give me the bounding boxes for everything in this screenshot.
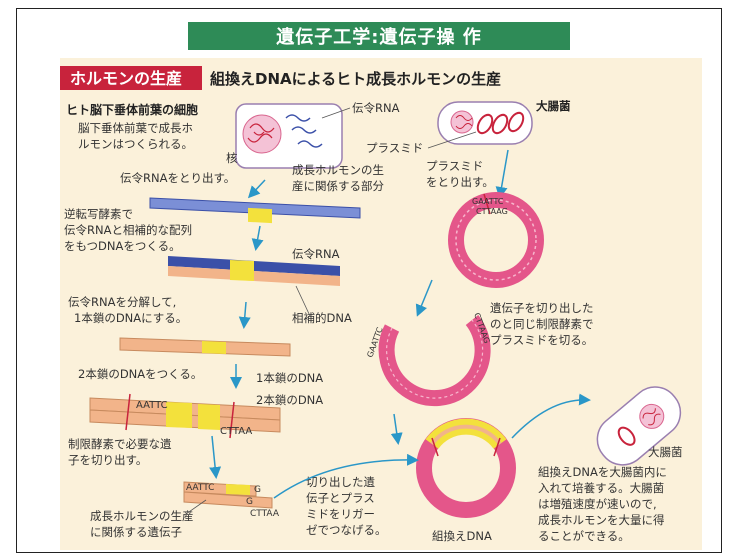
- plasmid-label: プラスミド: [366, 141, 423, 155]
- gene-part-2: 産に関係する部分: [292, 179, 384, 193]
- cut-plasmid-3: プラスミドを切る。: [490, 333, 593, 347]
- mrna-strand: [149, 197, 361, 224]
- rt-step-3: をもつDNAをつくる。: [64, 239, 181, 253]
- decompose-step-2: 1本鎖のDNAにする。: [74, 311, 187, 325]
- nucleus-label: 核: [226, 151, 238, 165]
- header-badge-text: ホルモンの生産: [70, 69, 182, 88]
- gene-rel-1: 成長ホルモンの生産: [90, 509, 194, 523]
- cut-plasmid-1: 遺伝子を切り出した: [490, 301, 594, 315]
- cell-heading: ヒト脳下垂体前葉の細胞: [66, 102, 198, 117]
- culture-3: は増殖速度が速いので,: [538, 497, 657, 511]
- frag-g1: G: [246, 497, 253, 507]
- cell-note-1: 脳下垂体前葉で成長ホ: [78, 121, 193, 135]
- single-dna-label: 1本鎖のDNA: [256, 371, 323, 385]
- culture-1: 組換えDNAを大腸菌内に: [538, 465, 667, 479]
- single-strand-dna: [119, 337, 291, 357]
- take-plasmid-2: をとり出す。: [426, 175, 494, 189]
- culture-2: 入れて培養する。大腸菌: [538, 481, 664, 495]
- ecoli-cell: [437, 101, 533, 145]
- diagram-figure: ホルモンの生産 組換えDNAによるヒト成長ホルモンの生産 ヒト脳下垂体前葉の細胞…: [60, 58, 702, 550]
- recomb-label: 組換えDNA: [432, 529, 492, 543]
- ecoli-recombinant: [596, 386, 682, 466]
- ecoli-label: 大腸菌: [536, 99, 571, 113]
- double-dna-label: 2本鎖のDNA: [256, 393, 323, 407]
- ligase-2: 伝子とプラス: [306, 491, 375, 505]
- double-strand-dna: [89, 393, 281, 439]
- culture-4: 成長ホルモンを大量に得: [538, 513, 665, 527]
- ring-seq-1: GAATTC: [472, 197, 504, 206]
- seq-top: AATTC: [136, 400, 168, 411]
- ecoli-label-2: 大腸菌: [648, 445, 683, 459]
- cut-step-1: 制限酵素で必要な遺: [68, 437, 172, 451]
- plasmid-ring: [448, 192, 544, 288]
- recombinant-ring: [416, 418, 516, 518]
- gene-part-1: 成長ホルモンの生: [292, 163, 384, 177]
- ligase-3: ミドをリガー: [306, 507, 375, 521]
- header-badge: [60, 66, 202, 90]
- double-strand-step: 2本鎖のDNAをつくる。: [78, 367, 202, 381]
- pituitary-cell: [235, 103, 343, 169]
- ligase-4: ゼでつなげる。: [306, 523, 387, 537]
- rt-step-1: 逆転写酵素で: [64, 207, 133, 221]
- cut-step-2: 子を切り出す。: [68, 453, 147, 467]
- frag-seq-top: AATTC: [186, 483, 214, 493]
- comp-dna-label: 相補的DNA: [292, 311, 352, 325]
- take-mrna-step: 伝令RNAをとり出す。: [120, 171, 235, 185]
- header-subtitle: 組換えDNAによるヒト成長ホルモンの生産: [210, 70, 501, 88]
- gene-rel-2: に関係する遺伝子: [90, 525, 182, 539]
- cut-plasmid-2: のと同じ制限酵素で: [490, 317, 594, 331]
- rt-step-2: 伝令RNAと相補的な配列: [64, 223, 192, 237]
- frag-seq-bottom: CTTAA: [250, 509, 280, 519]
- culture-5: ることができる。: [538, 529, 630, 543]
- opened-plasmid: [378, 314, 491, 407]
- slide-title: 遺伝子工学:遺伝子操 作: [188, 22, 570, 50]
- seq-bottom: CTTAA: [220, 426, 252, 437]
- mrna-label: 伝令RNA: [352, 101, 400, 115]
- frag-g2: G: [254, 485, 261, 495]
- take-plasmid-1: プラスミド: [426, 159, 483, 173]
- decompose-step-1: 伝令RNAを分解して,: [68, 295, 176, 309]
- cell-note-2: ルモンはつくられる。: [78, 137, 193, 151]
- mrna-cdna-hybrid: [168, 256, 340, 286]
- ligase-1: 切り出した遺: [306, 475, 375, 489]
- ring-seq-2: CTTAAG: [476, 207, 508, 216]
- mrna-label-2: 伝令RNA: [292, 247, 340, 261]
- gene-fragment: [183, 481, 273, 509]
